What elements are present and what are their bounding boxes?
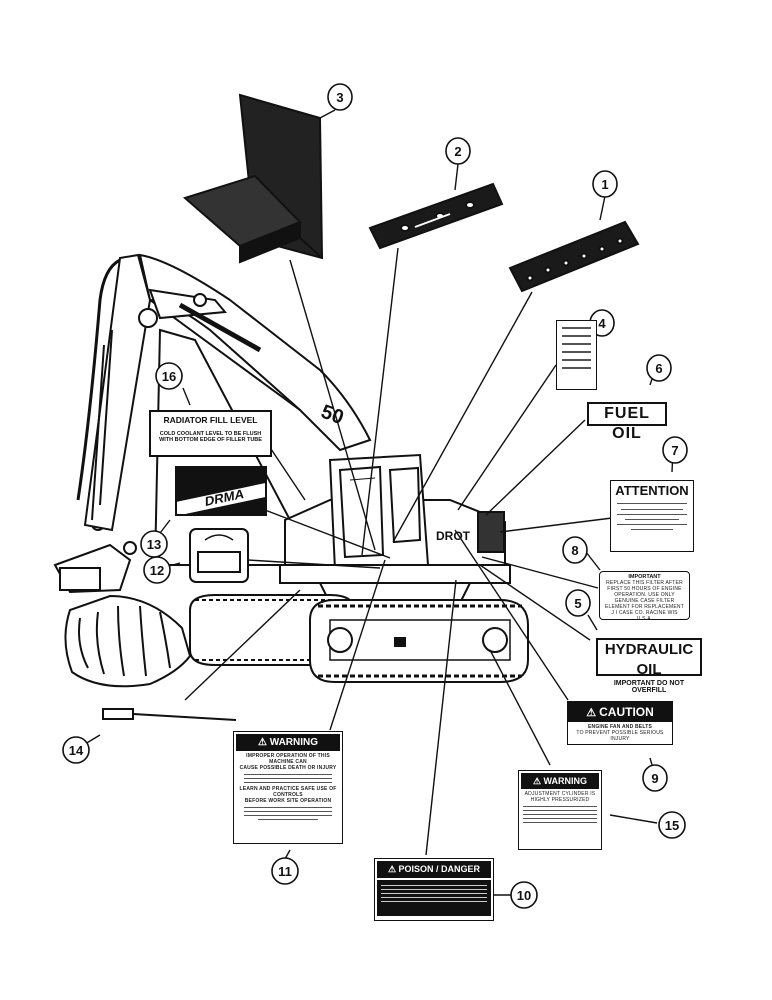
caution-header: ⚠ CAUTION [568, 702, 672, 722]
important-filter-decal: IMPORTANT REPLACE THIS FILTER AFTER FIRS… [599, 571, 690, 622]
important-line-2: FIRST 50 HOURS OF ENGINE [607, 586, 682, 592]
hydraulic-oil-decal: HYDRAULIC OIL IMPORTANT DO NOT OVERFILL [596, 638, 702, 694]
warning-cylinder-header: ⚠ WARNING [521, 773, 599, 789]
warning-cylinder-decal: ⚠ WARNING ADJUSTMENT CYLINDER IS HIGHLY … [518, 770, 602, 850]
warning-main-line-4: BEFORE WORK SITE OPERATION [244, 798, 332, 804]
perforated-plate [508, 220, 640, 293]
svg-text:16: 16 [162, 369, 176, 384]
callout-13: 13 [140, 530, 168, 558]
caution-warning-icon: ⚠ [586, 707, 600, 719]
radiator-decal-title: RADIATOR FILL LEVEL [163, 415, 258, 425]
callout-5: 5 [565, 589, 591, 617]
warning-main-header: ⚠ WARNING [236, 734, 340, 751]
radiator-decal-line1: COLD COOLANT LEVEL TO BE FLUSH [159, 431, 262, 437]
svg-text:13: 13 [147, 537, 161, 552]
brand-decal: DRMA [175, 466, 267, 516]
poison-header: ⚠ POISON / DANGER [377, 861, 491, 878]
info-label-decal [556, 320, 597, 390]
callout-markers: 1 2 3 4 5 6 7 8 9 10 11 12 13 14 15 16 [62, 83, 688, 909]
warning-cylinder-title: WARNING [543, 776, 588, 786]
svg-text:15: 15 [665, 818, 679, 833]
radiator-fill-decal: RADIATOR FILL LEVEL COLD COOLANT LEVEL T… [149, 410, 272, 457]
callout-3: 3 [327, 83, 353, 111]
excavator-illustration [53, 253, 529, 688]
fuel-oil-decal: FUEL OIL [587, 402, 667, 442]
svg-text:2: 2 [454, 144, 461, 159]
svg-text:5: 5 [574, 596, 581, 611]
warning-cylinder-line-2: HIGHLY PRESSURIZED [530, 797, 590, 803]
callout-10: 10 [510, 881, 538, 909]
important-line-3: OPERATION. USE ONLY [614, 592, 675, 598]
attention-title: ATTENTION [615, 483, 689, 498]
caution-line-2: TO PREVENT POSSIBLE SERIOUS INJURY [576, 730, 664, 742]
warning-cylinder-icon: ⚠ [532, 776, 544, 786]
svg-text:8: 8 [571, 543, 578, 558]
callout-6: 6 [646, 354, 672, 382]
warning-main-line-1: IMPROPER OPERATION OF THIS MACHINE CAN [246, 753, 330, 765]
plate-with-slot [368, 182, 504, 250]
pin-part [102, 708, 237, 721]
svg-text:1: 1 [601, 177, 608, 192]
attention-decal: ATTENTION [610, 480, 694, 552]
svg-text:12: 12 [150, 563, 164, 578]
hydraulic-oil-title: HYDRAULIC OIL [604, 641, 694, 678]
callout-11: 11 [271, 857, 299, 885]
warning-main-decal: ⚠ WARNING IMPROPER OPERATION OF THIS MAC… [233, 731, 343, 844]
svg-text:9: 9 [651, 771, 658, 786]
poison-warning-icon: ⚠ [387, 864, 399, 874]
warning-main-line-2: CAUSE POSSIBLE DEATH OR INJURY [239, 765, 337, 771]
important-line-1: REPLACE THIS FILTER AFTER [606, 580, 683, 586]
important-line-6: J I CASE CO. RACINE WIS U.S.A. [611, 610, 678, 622]
callout-1: 1 [592, 170, 618, 198]
svg-text:7: 7 [671, 443, 678, 458]
svg-text:14: 14 [69, 743, 84, 758]
warning-cylinder-line-1: ADJUSTMENT CYLINDER IS [524, 791, 596, 797]
seat-pad-part [182, 93, 324, 264]
important-line-5: ELEMENT FOR REPLACEMENT [605, 604, 684, 610]
callout-14: 14 [62, 736, 90, 764]
svg-text:6: 6 [655, 361, 662, 376]
svg-text:11: 11 [278, 864, 292, 879]
callout-7: 7 [662, 436, 688, 464]
caution-decal: ⚠ CAUTION ENGINE FAN AND BELTS TO PREVEN… [567, 701, 673, 745]
warning-main-title: WARNING [269, 737, 319, 748]
important-line-4: GENUINE CASE FILTER [614, 598, 675, 604]
fuel-oil-text: FUEL OIL [604, 405, 650, 442]
callout-8: 8 [562, 536, 588, 564]
warning-main-line-3: LEARN AND PRACTICE SAFE USE OF CONTROLS [239, 786, 337, 798]
bucket [64, 594, 192, 688]
poison-title: POISON / DANGER [398, 864, 481, 874]
body-brand-label: DROT [436, 529, 471, 543]
svg-text:10: 10 [517, 888, 531, 903]
svg-text:4: 4 [598, 316, 606, 331]
boom-cylinder [148, 288, 227, 320]
caution-title: CAUTION [599, 705, 654, 719]
callout-12: 12 [143, 556, 171, 584]
warning-main-icon: ⚠ [257, 737, 270, 748]
gauge-decal [189, 528, 249, 583]
callout-16: 16 [155, 362, 183, 390]
callout-15: 15 [658, 811, 686, 839]
callout-2: 2 [445, 137, 471, 165]
hydraulic-oil-subtitle: IMPORTANT DO NOT OVERFILL [613, 680, 685, 694]
caution-line-1: ENGINE FAN AND BELTS [587, 724, 652, 730]
svg-text:3: 3 [336, 90, 343, 105]
radiator-decal-line2: WITH BOTTOM EDGE OF FILLER TUBE [159, 437, 262, 443]
important-title: IMPORTANT [628, 574, 661, 580]
poison-danger-decal: ⚠ POISON / DANGER [374, 858, 494, 921]
callout-9: 9 [642, 764, 668, 792]
